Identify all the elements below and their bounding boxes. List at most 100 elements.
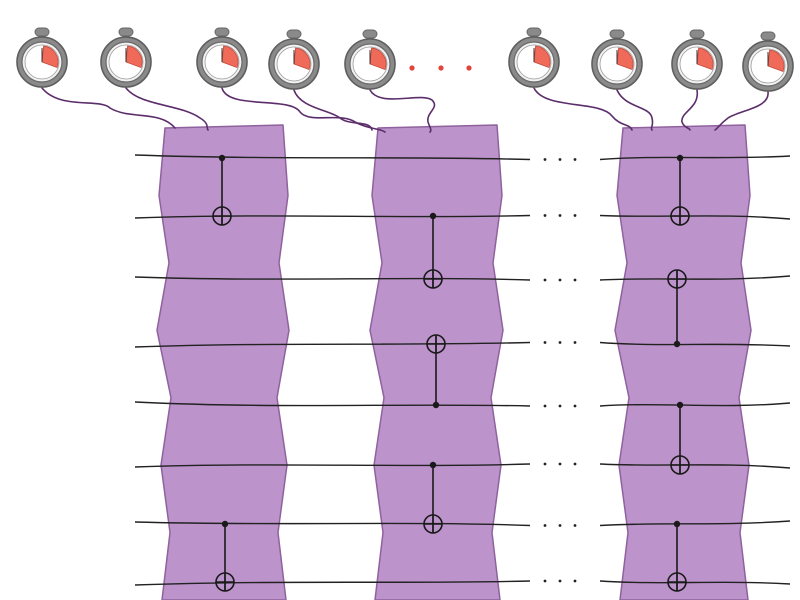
stopwatch-icon bbox=[591, 29, 643, 90]
wire-ellipsis-dot bbox=[558, 462, 562, 466]
wire-ellipsis-dot bbox=[573, 214, 577, 217]
wire-ellipsis-dot bbox=[543, 404, 547, 408]
stopwatch-knob bbox=[34, 27, 50, 37]
wire-ellipsis-dot bbox=[573, 404, 577, 408]
wire-ellipsis-dot bbox=[573, 579, 577, 583]
stopwatch-knob bbox=[118, 27, 134, 37]
stopwatch-knob bbox=[526, 27, 542, 37]
stopwatch-knob bbox=[689, 29, 705, 39]
cnot-control-dot bbox=[429, 461, 437, 469]
wire-ellipsis-dot bbox=[558, 404, 562, 408]
qubit-wire-3-right bbox=[599, 275, 791, 281]
qubit-wire-4-right bbox=[599, 341, 791, 347]
stopwatch-wedge bbox=[767, 49, 785, 72]
gate-layer-band-3 bbox=[614, 124, 752, 600]
cnot-gate bbox=[423, 461, 443, 534]
qubit-wire-1-right bbox=[599, 155, 791, 161]
stopwatch-icon bbox=[671, 29, 723, 90]
wire-ellipsis-dot bbox=[558, 158, 562, 161]
timer-cable-5 bbox=[369, 89, 436, 133]
cnot-gate bbox=[426, 334, 446, 409]
cnot-gate bbox=[667, 269, 687, 348]
stopwatch-knob bbox=[609, 29, 625, 39]
qubit-wire-6-left bbox=[134, 463, 531, 468]
wire-ellipsis-dot bbox=[573, 158, 577, 161]
stopwatch-wedge bbox=[41, 45, 59, 68]
cnot-control-dot bbox=[221, 520, 229, 528]
stopwatch-icon bbox=[742, 31, 794, 92]
stopwatch-wedge bbox=[293, 47, 311, 70]
wire-ellipsis-dot bbox=[543, 341, 547, 344]
wire-ellipsis-dot bbox=[573, 462, 577, 466]
wire-ellipsis-dot bbox=[543, 278, 547, 282]
wire-ellipsis-dot bbox=[558, 579, 562, 583]
cnot-control-dot bbox=[676, 154, 684, 162]
wire-ellipsis-dot bbox=[543, 579, 547, 583]
wire-ellipsis-dot bbox=[573, 524, 577, 527]
wire-ellipsis-dot bbox=[573, 341, 577, 344]
stopwatch-wedge bbox=[616, 47, 634, 70]
wire-ellipsis-dot bbox=[573, 278, 577, 282]
timer-cable-6 bbox=[533, 87, 633, 131]
qubit-wire-5-left bbox=[134, 401, 531, 407]
cnot-gate bbox=[212, 154, 232, 226]
stopwatch-wedge bbox=[533, 45, 551, 68]
qubit-wire-2-left bbox=[134, 214, 531, 219]
timer-ellipsis-dot bbox=[466, 65, 472, 71]
wire-ellipsis-dot bbox=[543, 462, 547, 466]
wire-ellipsis-dot bbox=[558, 524, 562, 527]
qubit-wire-7-left bbox=[134, 521, 531, 527]
qubit-wire-8-right bbox=[599, 580, 791, 585]
stopwatch-wedge bbox=[696, 47, 714, 70]
stopwatch-icon bbox=[508, 27, 560, 88]
gate-layer-band-1 bbox=[156, 124, 290, 600]
qubit-wire-3-left bbox=[134, 276, 531, 281]
cnot-gate bbox=[670, 401, 690, 475]
cnot-gate bbox=[670, 154, 690, 226]
stopwatch-wedge bbox=[125, 45, 143, 68]
cnot-control-dot bbox=[432, 401, 440, 409]
wire-ellipsis-dot bbox=[543, 214, 547, 217]
cnot-control-dot bbox=[673, 520, 681, 528]
qubit-wires bbox=[134, 154, 791, 586]
stopwatch-icon bbox=[16, 27, 68, 88]
qubit-wire-7-right bbox=[599, 520, 791, 527]
timer-cable-2 bbox=[125, 87, 209, 131]
timer-ellipsis-dot bbox=[409, 65, 415, 71]
cnot-control-dot bbox=[673, 340, 681, 348]
wire-ellipsis-dot bbox=[558, 341, 562, 344]
cnot-gate bbox=[667, 520, 687, 592]
stopwatch-knob bbox=[286, 29, 302, 39]
wire-ellipsis-dot bbox=[558, 214, 562, 217]
qubit-wire-4-left bbox=[134, 341, 531, 348]
timer-cable-7 bbox=[616, 89, 654, 131]
cnot-gate bbox=[423, 212, 443, 289]
cnot-control-dot bbox=[218, 154, 226, 162]
cnot-gates bbox=[212, 154, 690, 592]
qubit-wire-6-right bbox=[599, 463, 791, 469]
qubit-wire-8-left bbox=[134, 580, 531, 586]
cnot-control-dot bbox=[676, 401, 684, 409]
stopwatch-knob bbox=[362, 29, 378, 39]
stopwatch-icon bbox=[268, 29, 320, 90]
stopwatch-wedge bbox=[369, 47, 387, 70]
qubit-wire-5-right bbox=[599, 402, 791, 407]
wire-ellipsis-dot bbox=[558, 278, 562, 282]
cnot-gate bbox=[215, 520, 235, 592]
timer-ellipsis-dot bbox=[438, 65, 444, 71]
timer-cable-9 bbox=[714, 91, 769, 131]
timer-cables bbox=[41, 87, 769, 133]
wire-ellipsis-dot bbox=[543, 524, 547, 527]
ellipsis-marks bbox=[409, 65, 577, 583]
stopwatch-wedge bbox=[221, 45, 239, 68]
stopwatch-icon bbox=[344, 29, 396, 90]
timer-cable-4 bbox=[293, 89, 373, 131]
stopwatch-row bbox=[16, 27, 794, 92]
timer-cable-8 bbox=[681, 89, 698, 131]
wire-ellipsis-dot bbox=[543, 158, 547, 161]
stopwatch-knob bbox=[214, 27, 230, 37]
cnot-control-dot bbox=[429, 212, 437, 220]
qubit-wire-2-right bbox=[599, 214, 791, 220]
